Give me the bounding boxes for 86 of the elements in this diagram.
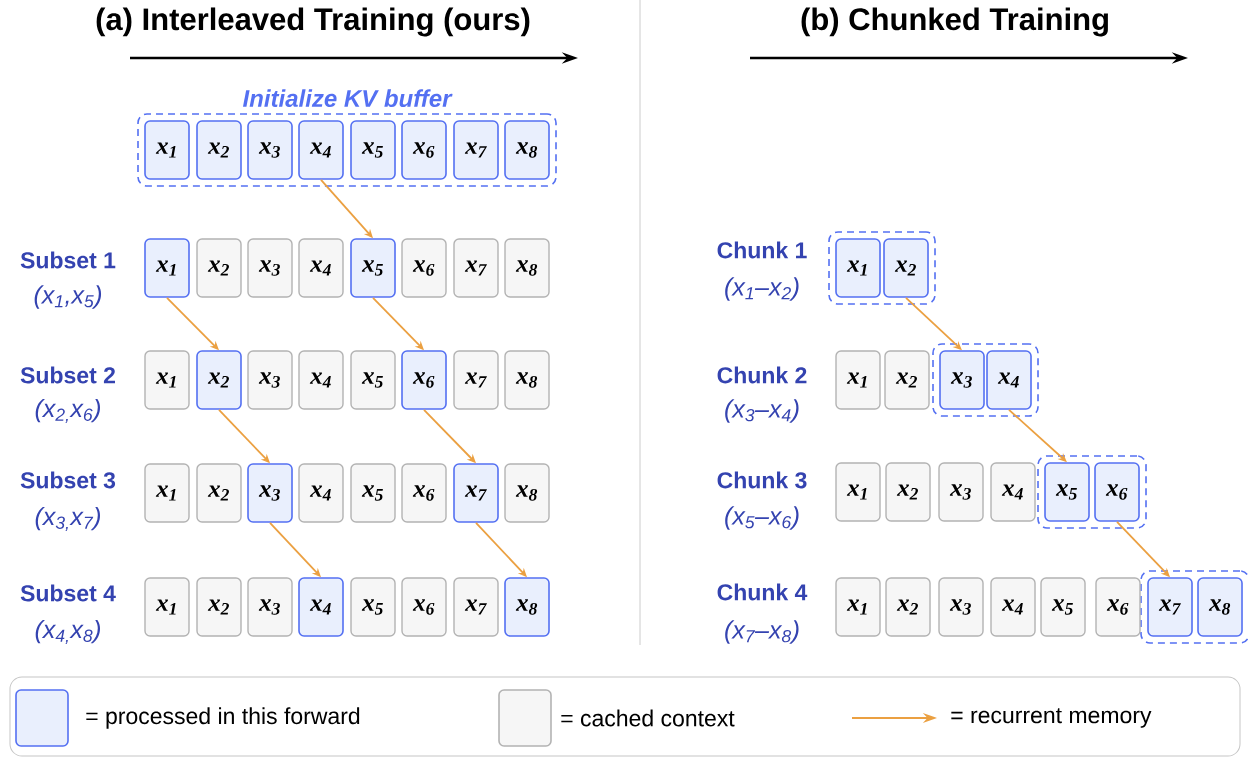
legend-text: = cached context <box>561 709 735 727</box>
token-box: x$_{3}$ <box>939 350 985 410</box>
row-range-label: (x$_{1}$–x$_{2}$) <box>725 277 799 301</box>
token-box: x$_{3}$ <box>938 462 984 522</box>
token-box: x$_{8}$ <box>504 577 550 637</box>
row-range-label: (x$_{3,}$x$_{7}$) <box>35 506 100 532</box>
token-box: x$_{5}$ <box>350 238 396 298</box>
row-range-label: (x$_{4,}$x$_{8}$) <box>35 619 100 645</box>
token-box: x$_{5}$ <box>1044 462 1090 522</box>
token-box: x$_{7}$ <box>453 350 499 410</box>
token-box: x$_{4}$ <box>298 463 344 523</box>
row-range-label: (x$_{2,}$x$_{6}$) <box>35 398 100 424</box>
row-range-label: (x$_{3}$–x$_{4}$) <box>725 399 799 423</box>
token-box: x$_{8}$ <box>1197 577 1243 637</box>
row-range-label: (x$_{5}$–x$_{6}$) <box>725 506 799 530</box>
token-box: x$_{6}$ <box>1095 577 1141 637</box>
legend-text: = processed in this forward <box>86 707 360 729</box>
token-box: x$_{2}$ <box>885 577 931 637</box>
token-box: x$_{2}$ <box>196 120 242 180</box>
panel-title: (a) Interleaved Training (ours) <box>96 7 530 37</box>
token-box: x$_{7}$ <box>453 463 499 523</box>
token-box: x$_{5}$ <box>350 350 396 410</box>
row-range-label: (x$_{1}$,x$_{5}$) <box>34 285 102 309</box>
row-label: Subset 2 <box>20 366 115 384</box>
row-range-label: (x$_{7}$–x$_{8}$) <box>725 620 799 644</box>
token-box: x$_{1}$ <box>144 577 190 637</box>
token-box: x$_{6}$ <box>1094 462 1140 522</box>
panel-title: (b) Chunked Training <box>801 7 1108 37</box>
token-box: x$_{5}$ <box>350 463 396 523</box>
dashed-group-box <box>828 231 936 305</box>
token-box: x$_{3}$ <box>938 577 984 637</box>
node-label: Initialize KV buffer <box>242 89 453 107</box>
row-label: Subset 1 <box>20 251 116 269</box>
row-label: Subset 3 <box>20 471 116 489</box>
token-box: x$_{3}$ <box>247 238 293 298</box>
token-box: x$_{2}$ <box>196 238 242 298</box>
token-box: x$_{7}$ <box>1147 577 1193 637</box>
row-label: Chunk 2 <box>717 366 807 384</box>
token-box: x$_{2}$ <box>885 462 931 522</box>
token-box: x$_{4}$ <box>986 350 1032 410</box>
token-box: x$_{6}$ <box>401 577 447 637</box>
token-box: x$_{1}$ <box>144 350 190 410</box>
token-box: x$_{4}$ <box>298 577 344 637</box>
token-box: x$_{4}$ <box>990 577 1036 637</box>
token-box: x$_{6}$ <box>401 463 447 523</box>
token-box: x$_{8}$ <box>504 350 550 410</box>
token-box: x$_{1}$ <box>835 350 881 410</box>
token-box: x$_{4}$ <box>990 462 1036 522</box>
dashed-group-box <box>932 343 1039 417</box>
token-box: x$_{3}$ <box>247 577 293 637</box>
dashed-group-box <box>1140 570 1248 644</box>
token-box: x$_{5}$ <box>350 120 396 180</box>
row-label: Chunk 4 <box>717 583 808 601</box>
token-box: x$_{4}$ <box>298 120 344 180</box>
dashed-group-box <box>1037 455 1147 529</box>
token-box: x$_{3}$ <box>247 120 293 180</box>
row-label: Subset 4 <box>20 584 116 602</box>
row-label: Chunk 1 <box>717 241 807 259</box>
token-box: x$_{8}$ <box>504 238 550 298</box>
token-box: x$_{2}$ <box>196 577 242 637</box>
token-box: x$_{3}$ <box>247 463 293 523</box>
token-box: x$_{8}$ <box>504 120 550 180</box>
token-box: x$_{2}$ <box>196 350 242 410</box>
token-box: x$_{1}$ <box>144 120 190 180</box>
token-box: x$_{4}$ <box>298 238 344 298</box>
token-box: x$_{1}$ <box>144 463 190 523</box>
token-box: x$_{6}$ <box>401 238 447 298</box>
token-box: x$_{3}$ <box>247 350 293 410</box>
token-box: x$_{5}$ <box>1040 577 1086 637</box>
token-box: x$_{2}$ <box>883 238 929 298</box>
row-label: Chunk 3 <box>717 471 807 489</box>
legend-text: = recurrent memory <box>951 708 1152 728</box>
token-box: x$_{2}$ <box>196 463 242 523</box>
token-box: x$_{5}$ <box>350 577 396 637</box>
token-box: x$_{8}$ <box>504 463 550 523</box>
token-box: x$_{7}$ <box>453 238 499 298</box>
token-box: x$_{1}$ <box>835 238 881 298</box>
token-box: x$_{4}$ <box>298 350 344 410</box>
token-box: x$_{1}$ <box>835 462 881 522</box>
token-box: x$_{1}$ <box>835 577 881 637</box>
token-box: x$_{7}$ <box>453 577 499 637</box>
token-box: x$_{6}$ <box>401 120 447 180</box>
token-box: x$_{1}$ <box>144 238 190 298</box>
token-box: x$_{6}$ <box>401 350 447 410</box>
token-box: x$_{2}$ <box>884 350 930 410</box>
token-box: x$_{7}$ <box>453 120 499 180</box>
